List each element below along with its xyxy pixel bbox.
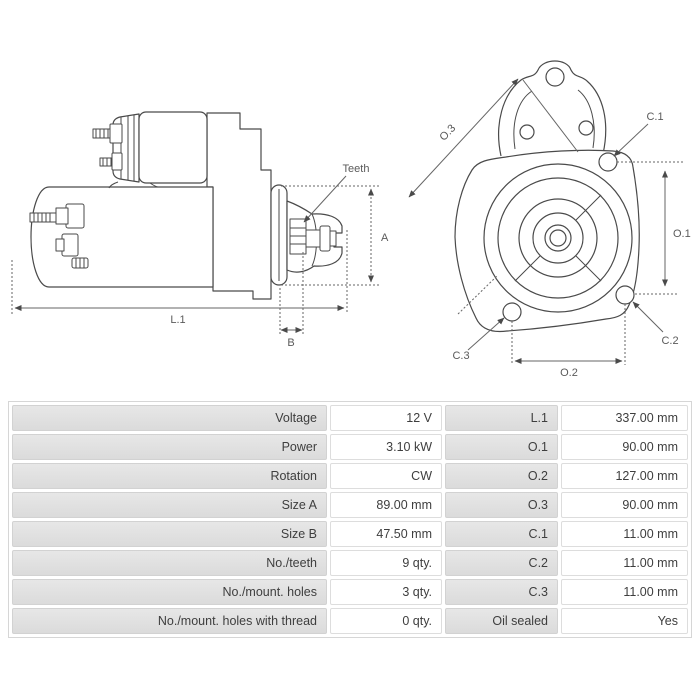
flange-bores: [483, 163, 633, 313]
spec-label-cell: C.3: [445, 579, 558, 605]
spec-label-cell: L.1: [445, 405, 558, 431]
spec-value-cell: 11.00 mm: [561, 579, 688, 605]
pinion-gear: [289, 218, 337, 255]
spec-row: Size B 47.50 mm C.1 11.00 mm: [12, 521, 688, 547]
rear-terminals: [29, 203, 89, 269]
spec-value-cell: 9 qty.: [330, 550, 442, 576]
spec-value-cell: 47.50 mm: [330, 521, 442, 547]
dim-label-l1: L.1: [170, 314, 185, 326]
motor-body: [30, 186, 214, 288]
spec-label-cell: C.1: [445, 521, 558, 547]
spec-row: No./mount. holes with thread 0 qty. Oil …: [12, 608, 688, 634]
mounting-flange: [454, 149, 640, 333]
spec-value-cell: 337.00 mm: [561, 405, 688, 431]
starter-motor-technical-drawing: Teeth A L.1 B: [11, 60, 691, 379]
spec-value-cell: 0 qty.: [330, 608, 442, 634]
spec-row: Power 3.10 kW O.1 90.00 mm: [12, 434, 688, 460]
bracket-hole-right: [578, 120, 594, 136]
spec-value-cell: 12 V: [330, 405, 442, 431]
spec-label-cell: O.2: [445, 463, 558, 489]
spec-value-cell: 3.10 kW: [330, 434, 442, 460]
spec-label-cell: No./teeth: [12, 550, 327, 576]
side-view-drawing: [29, 111, 343, 300]
spec-value-cell: 90.00 mm: [561, 434, 688, 460]
dim-label-b: B: [287, 337, 294, 349]
spec-value-cell: 127.00 mm: [561, 463, 688, 489]
dim-label-c3: C.3: [452, 350, 469, 362]
drive-housing: [206, 112, 272, 300]
spec-label-cell: C.2: [445, 550, 558, 576]
spec-label-cell: No./mount. holes with thread: [12, 608, 327, 634]
dim-label-o1: O.1: [673, 228, 691, 240]
front-view-dimensions: [408, 78, 683, 365]
solenoid: [92, 111, 208, 189]
spec-value-cell: Yes: [561, 608, 688, 634]
spec-row: Size A 89.00 mm O.3 90.00 mm: [12, 492, 688, 518]
spec-row: No./mount. holes 3 qty. C.3 11.00 mm: [12, 579, 688, 605]
spec-value-cell: 90.00 mm: [561, 492, 688, 518]
spec-table: Voltage 12 V L.1 337.00 mm Power 3.10 kW…: [8, 401, 692, 638]
dim-label-o3: O.3: [437, 122, 458, 143]
dim-label-c1: C.1: [646, 111, 663, 123]
spec-value-cell: 11.00 mm: [561, 550, 688, 576]
bracket-hole-left: [519, 124, 535, 140]
spec-label-cell: O.1: [445, 434, 558, 460]
dim-label-a: A: [381, 232, 389, 244]
mount-hole-c3: [502, 302, 522, 322]
front-view-drawing: [454, 60, 640, 333]
spec-value-cell: CW: [330, 463, 442, 489]
spec-label-cell: Rotation: [12, 463, 327, 489]
spec-value-cell: 11.00 mm: [561, 521, 688, 547]
spec-label-cell: O.3: [445, 492, 558, 518]
spec-value-cell: 3 qty.: [330, 579, 442, 605]
spec-label-cell: Power: [12, 434, 327, 460]
spec-row: Voltage 12 V L.1 337.00 mm: [12, 405, 688, 431]
bracket-hole-top: [545, 67, 565, 87]
side-view-dimensions: [11, 175, 379, 336]
mount-hole-c2: [615, 285, 635, 305]
spec-label-cell: Oil sealed: [445, 608, 558, 634]
spec-value-cell: 89.00 mm: [330, 492, 442, 518]
solenoid-cylinder: [138, 111, 208, 184]
spec-label-cell: Size A: [12, 492, 327, 518]
spec-row: Rotation CW O.2 127.00 mm: [12, 463, 688, 489]
dim-label-o2: O.2: [560, 367, 578, 379]
dim-label-teeth: Teeth: [343, 163, 370, 175]
spec-label-cell: Voltage: [12, 405, 327, 431]
spec-label-cell: Size B: [12, 521, 327, 547]
dim-label-c2: C.2: [661, 335, 678, 347]
spec-table-section: Voltage 12 V L.1 337.00 mm Power 3.10 kW…: [8, 401, 700, 638]
spec-label-cell: No./mount. holes: [12, 579, 327, 605]
spec-row: No./teeth 9 qty. C.2 11.00 mm: [12, 550, 688, 576]
